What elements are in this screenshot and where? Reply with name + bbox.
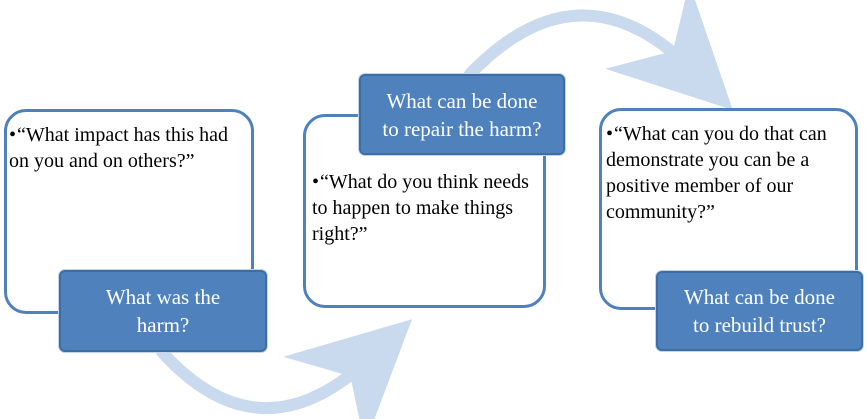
curved-arrow-bottom [156,319,413,419]
step-1-label-line-1: What was the [105,285,221,309]
step-2-label: What can be done to repair the harm? [359,74,565,155]
step-2-question-text: “What do you think needs to happen to ma… [312,171,529,245]
step-2-question: •“What do you think needs to happen to m… [312,169,537,247]
bullet: • [312,171,320,193]
step-2-label-line-1: What can be done [386,88,538,113]
step-3-label-line-1: What can be done [683,285,835,309]
step-3-label: What can be done to rebuild trust? [656,271,863,351]
bullet: • [9,124,17,146]
step-1-question-text: “What impact has this had on you and on … [9,124,229,172]
step-3-question-text: “What can you do that can demonstrate yo… [606,123,827,223]
step-3-question: •“What can you do that can demonstrate y… [606,121,851,225]
step-1-label: What was the harm? [59,270,267,352]
step-3-label-line-2: to rebuild trust? [693,313,826,337]
step-2-label-line-2: to repair the harm? [382,116,542,141]
step-1-label-line-2: harm? [136,313,190,337]
step-1-question: •“What impact has this had on you and on… [9,122,249,174]
curved-arrow-top [464,0,733,111]
bullet: • [606,123,614,145]
